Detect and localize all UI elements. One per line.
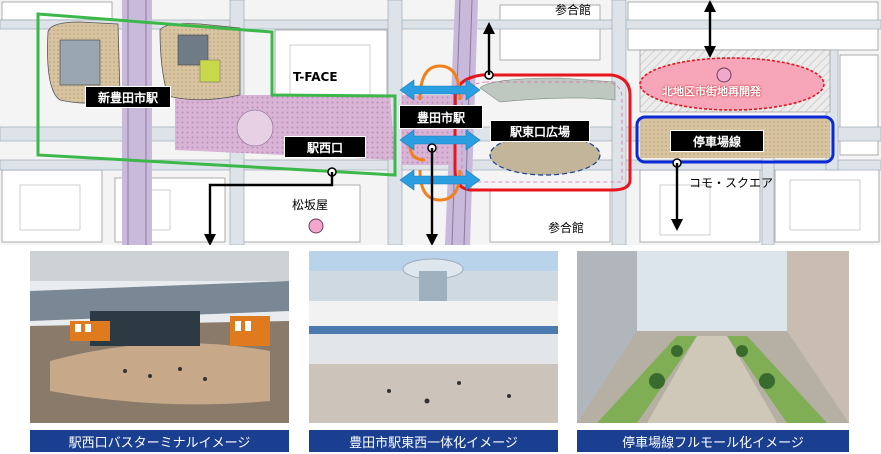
- terminal-building-right: [177, 34, 209, 66]
- terminal-green-area: [199, 59, 221, 83]
- west-roundabout: [236, 109, 274, 147]
- bus-terminal-illustration: [30, 251, 289, 423]
- leader-arrows: [204, 0, 716, 245]
- caption-station-integration: 豊田市駅東西一体化イメージ: [309, 430, 558, 452]
- label-toyotashi-station: 豊田市駅: [399, 105, 483, 129]
- green-outline-west-area: [36, 12, 397, 177]
- caption-west-bus-terminal: 駅西口バスターミナルイメージ: [30, 430, 289, 452]
- blue-outline-teishajo: [635, 115, 835, 164]
- label-north-district-redevelopment: 北地区市街地再開発: [662, 85, 761, 98]
- label-sangokan-bottom: 参合館: [548, 221, 585, 235]
- north-district-oval: [639, 57, 825, 111]
- terminal-building-left: [59, 39, 101, 86]
- blue-double-arrows: [399, 79, 481, 191]
- full-mall-illustration: [577, 251, 849, 423]
- label-teishajo-line: 停車場線: [670, 130, 764, 152]
- station-area-map: [0, 0, 881, 245]
- landmark-circles: [308, 67, 732, 234]
- label-shin-toyotashi-station: 新豊田市駅: [85, 86, 171, 108]
- label-matsuzakaya: 松坂屋: [292, 198, 329, 212]
- caption-full-mall: 停車場線フルモール化イメージ: [577, 430, 849, 452]
- label-sangokan-top: 参合館: [555, 3, 592, 17]
- label-komo-square: コモ・スクエア: [689, 176, 774, 190]
- station-integration-illustration: [309, 251, 558, 423]
- label-tface: T-FACE: [293, 70, 338, 84]
- label-eki-higashiguchi-plaza: 駅東口広場: [490, 120, 590, 142]
- label-eki-nishiguchi: 駅西口: [284, 136, 366, 158]
